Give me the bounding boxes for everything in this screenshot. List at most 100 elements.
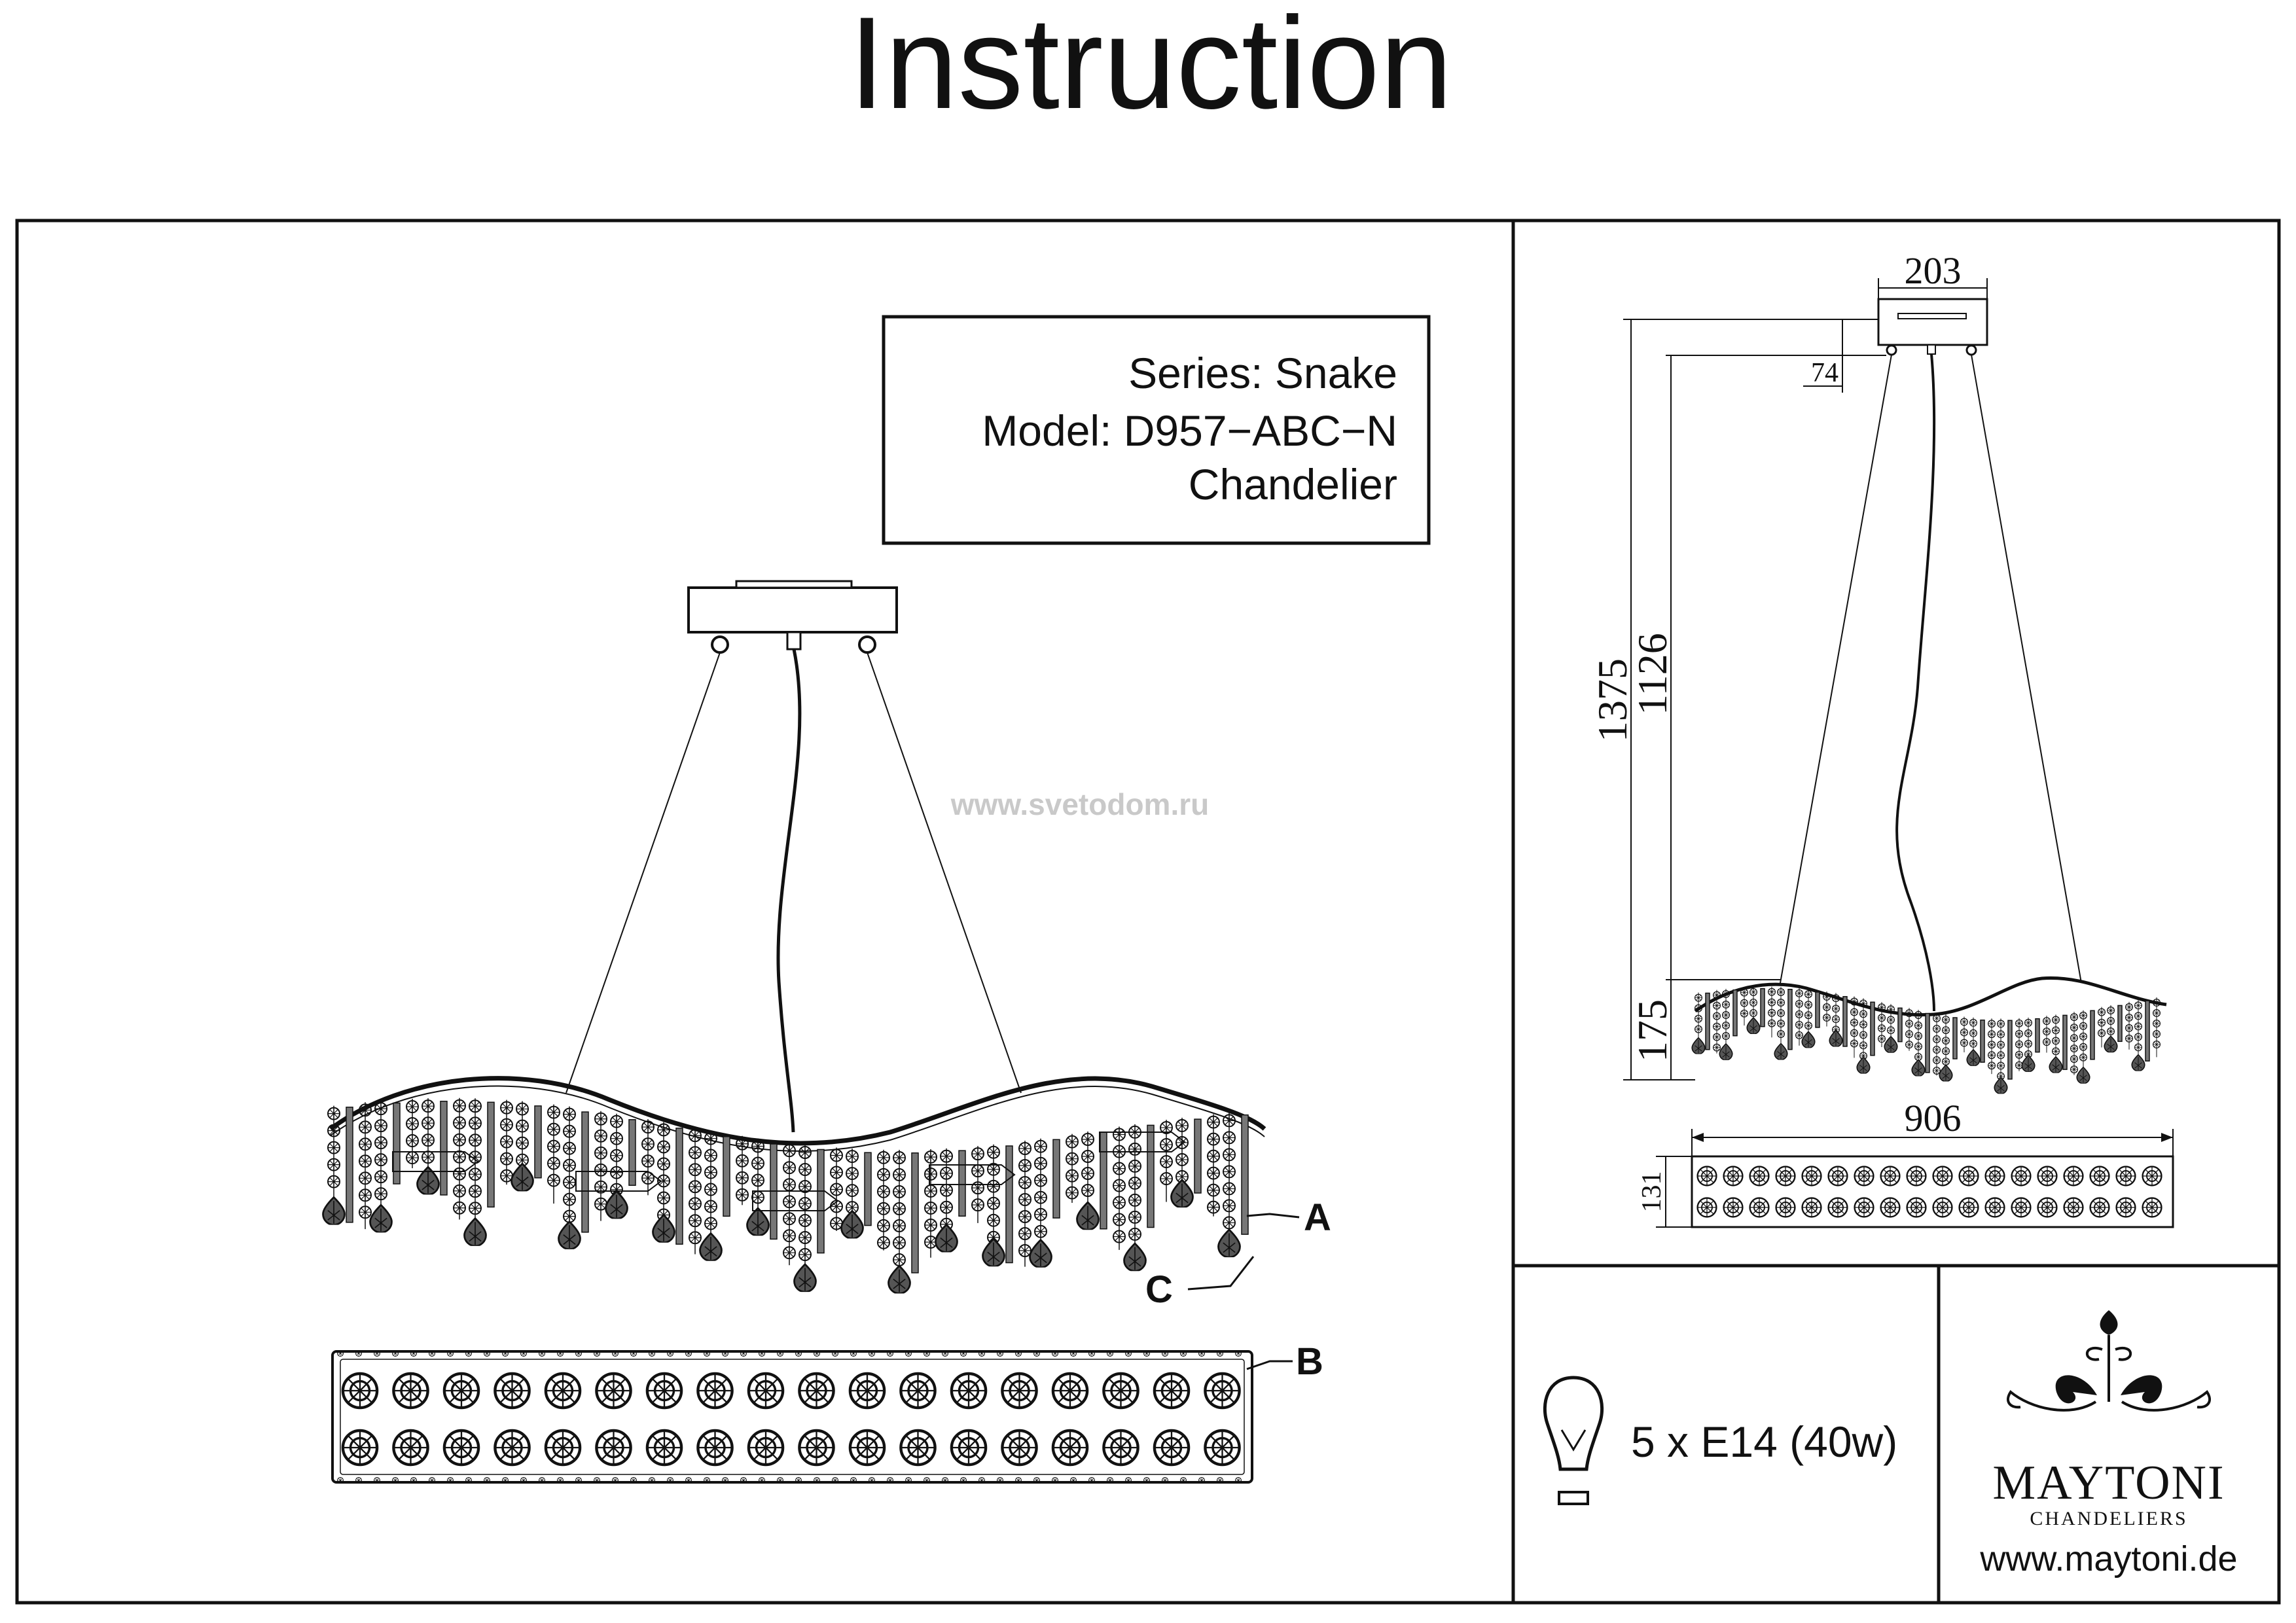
crystal-bead [641, 1154, 655, 1168]
small-top-crystal [1932, 1166, 1953, 1186]
dim-canopy-height: 74 [1811, 358, 1839, 388]
crystal-bead [594, 1146, 607, 1160]
top-edge-bead [1033, 1477, 1040, 1484]
top-edge-bead [869, 1477, 875, 1484]
small-bead [1749, 988, 1757, 996]
top-crystal [343, 1431, 377, 1465]
model-label: Model: D957−ABC−N [982, 406, 1397, 455]
crystal-bead [469, 1116, 482, 1130]
top-edge-bead [924, 1350, 930, 1357]
small-bead [1859, 1010, 1867, 1018]
small-bead [1713, 1012, 1721, 1020]
top-edge-bead [887, 1477, 893, 1484]
small-top-crystal [2011, 1197, 2032, 1218]
small-bead [1942, 1058, 1950, 1066]
crystal-pendant [557, 1221, 582, 1249]
crystal-bead [830, 1149, 843, 1162]
small-bead [2079, 1043, 2087, 1051]
crystal-bead [563, 1158, 576, 1172]
top-crystal [1002, 1374, 1036, 1408]
crystal-bead [657, 1157, 670, 1171]
small-top-crystal [1932, 1197, 1953, 1218]
small-bead [2070, 1055, 2078, 1063]
crystal-bead [783, 1161, 796, 1175]
small-bead [1988, 1061, 1996, 1070]
top-edge-bead [1052, 1350, 1058, 1357]
crystal-bead [1128, 1159, 1141, 1173]
small-bead [1768, 1008, 1776, 1017]
top-edge-bead [777, 1477, 783, 1484]
top-edge-bead [814, 1350, 820, 1357]
crystal-pendant [463, 1217, 488, 1246]
top-edge-bead [539, 1350, 545, 1357]
crystal-bead [704, 1166, 717, 1179]
crystal-prism [393, 1102, 401, 1185]
top-view-frame-inner [340, 1359, 1245, 1475]
crystal-bead [1034, 1190, 1047, 1204]
small-bead [1850, 1018, 1858, 1027]
crystal-bead [924, 1201, 937, 1215]
top-crystal [444, 1374, 478, 1408]
crystal-bead [877, 1168, 890, 1181]
small-top-crystal [2089, 1166, 2110, 1186]
top-edge-bead [484, 1477, 490, 1484]
crystal-bead [374, 1170, 387, 1184]
top-edge-bead [759, 1350, 765, 1357]
small-bead [2134, 1022, 2142, 1031]
top-crystal [444, 1431, 478, 1465]
top-crystal [952, 1431, 986, 1465]
crystal-bead [1160, 1138, 1173, 1152]
callout-a: A [1304, 1196, 1331, 1239]
crystal-bead [500, 1152, 513, 1166]
small-bead [2015, 1040, 2023, 1048]
crystal-bead [704, 1217, 717, 1230]
top-edge-bead [1015, 1477, 1022, 1484]
small-bead [1933, 1035, 1941, 1043]
top-edge-bead [1088, 1350, 1095, 1357]
small-bead [2070, 1024, 2078, 1032]
crystal-bead [846, 1150, 859, 1164]
dimension-drawing: 203 74 1375 1126 175 906 131 [1589, 249, 2174, 1228]
crystal-bead [422, 1150, 435, 1164]
callout-b-leader [1246, 1360, 1293, 1370]
small-top-crystal [1749, 1166, 1770, 1186]
small-bead [2070, 1034, 2078, 1043]
canopy-plate [735, 580, 853, 589]
top-edge-bead [1162, 1350, 1168, 1357]
small-bead [1887, 1016, 1895, 1024]
top-edge-bead [1143, 1477, 1150, 1484]
crystal-bead [893, 1151, 906, 1165]
top-edge-bead [337, 1477, 344, 1484]
crystal-pendant [745, 1207, 770, 1236]
crystal-bead [783, 1195, 796, 1209]
top-crystal [1205, 1374, 1239, 1408]
small-bead [2153, 1009, 2161, 1018]
top-crystal [495, 1374, 529, 1408]
crystal-prism [1052, 1139, 1060, 1219]
top-edge-bead [1217, 1350, 1223, 1357]
small-bead [2107, 1017, 2115, 1026]
small-pendant [1856, 1056, 1871, 1074]
small-bead [1988, 1020, 1996, 1028]
top-crystal [698, 1431, 732, 1465]
small-bead [1933, 1056, 1941, 1064]
small-bead [1777, 1020, 1785, 1027]
crystal-bead [374, 1119, 387, 1133]
top-crystal [901, 1374, 935, 1408]
dim-body-depth: 131 [1637, 1171, 1667, 1213]
crystal-bead [877, 1202, 890, 1215]
crystal-bead [798, 1231, 812, 1245]
top-crystal [647, 1431, 681, 1465]
small-bead [1997, 1030, 2005, 1039]
small-prism [1980, 1019, 1985, 1063]
crystal-prism [864, 1152, 872, 1226]
suspension-wire-right [867, 652, 1022, 1094]
crystal-pendant [510, 1162, 535, 1192]
small-hook-right [1965, 344, 1977, 356]
canopy [687, 586, 898, 633]
small-top-crystal [1801, 1197, 1822, 1218]
top-edge-bead [685, 1350, 692, 1357]
crystal-bead [1223, 1131, 1236, 1145]
crystal-bead [1018, 1244, 1031, 1257]
